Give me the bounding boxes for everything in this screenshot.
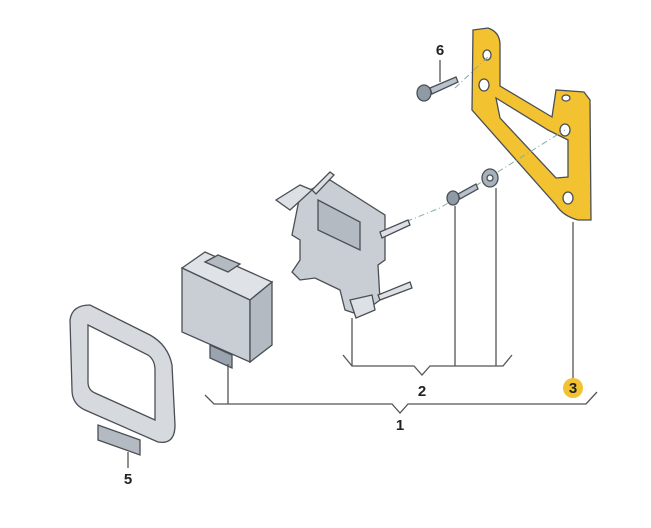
alignment-line <box>309 129 566 261</box>
callout-1: 1 <box>396 417 404 434</box>
radar-sensor-unit[interactable] <box>180 251 274 370</box>
trim-frame[interactable] <box>69 304 176 456</box>
nut[interactable] <box>481 168 499 188</box>
bracket-line-1 <box>204 391 598 414</box>
bracket-line-2 <box>342 354 513 376</box>
callout-5: 5 <box>124 471 132 488</box>
alignment-line <box>454 54 491 89</box>
callout-3: 3 <box>569 380 577 397</box>
callout-2: 2 <box>418 383 426 400</box>
sensor-holder[interactable] <box>274 171 413 319</box>
screw-6[interactable] <box>416 76 459 102</box>
callout-3-badge <box>563 378 583 398</box>
bolt[interactable] <box>446 183 479 206</box>
callout-6: 6 <box>436 42 444 59</box>
mounting-bracket[interactable] <box>471 27 592 221</box>
